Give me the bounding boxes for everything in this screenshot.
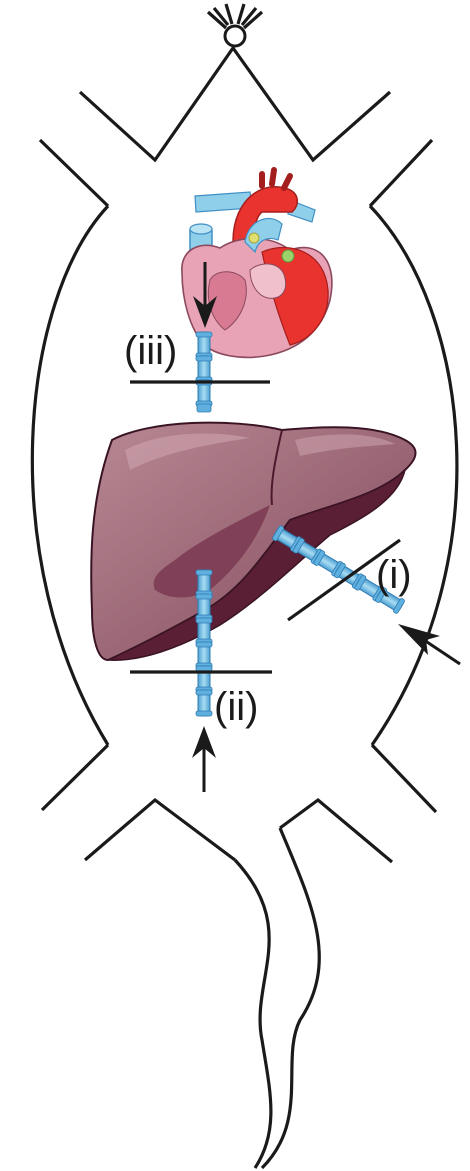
nose-icon [208,4,262,46]
liver-icon [91,423,415,661]
label-vena-cava: (iii) [124,329,177,373]
cannula-iii [196,332,212,412]
label-hepatic-artery: (i) [376,553,412,597]
label-portal-vein: (ii) [214,685,258,729]
cannula-ii [196,570,212,716]
arrow-icon [192,726,216,792]
